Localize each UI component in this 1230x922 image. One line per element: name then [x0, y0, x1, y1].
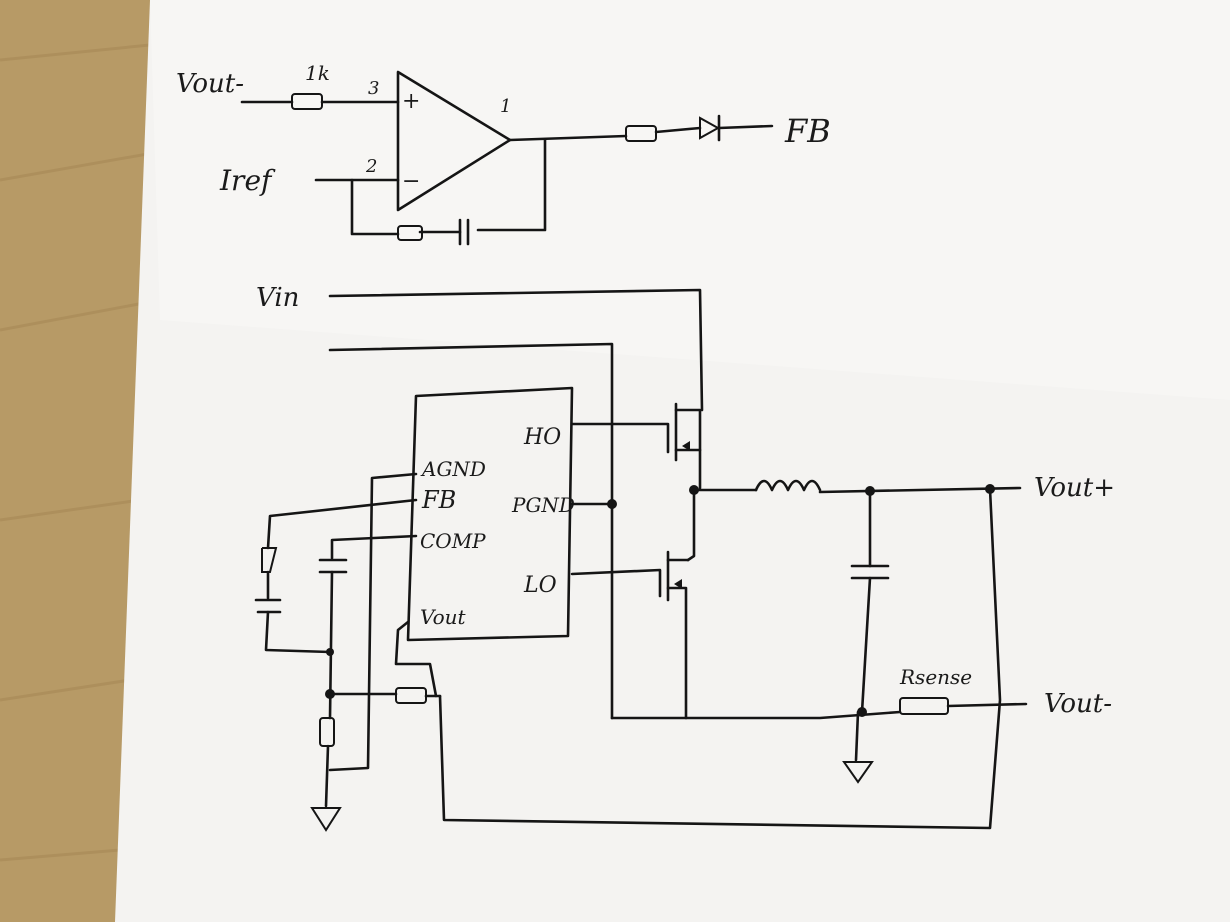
pin-ho: HO — [523, 425, 561, 450]
pgnd-rail — [328, 342, 614, 720]
opamp-plus-sign: + — [402, 89, 420, 114]
label-iref: Iref — [219, 164, 276, 197]
wire — [854, 710, 860, 762]
resistor-output — [625, 125, 657, 142]
vout-minus-rail — [946, 702, 1028, 708]
opamp-pin-2: 2 — [365, 156, 377, 177]
label-vout-minus-input: Vout- — [176, 69, 244, 99]
pin-comp: COMP — [420, 529, 486, 553]
pin-pgnd: PGND — [511, 493, 575, 517]
opamp-circuit: Vout- 1k 3 Iref 2 + − 1 FB — [176, 61, 831, 246]
wire — [508, 134, 628, 142]
comp-wire — [330, 534, 418, 560]
wire — [654, 126, 702, 134]
ho-wire — [570, 422, 670, 454]
opamp-minus-sign: − — [402, 169, 420, 194]
power-stage: Vin AGND FB COMP Vout HO PGND LO — [254, 283, 1115, 832]
fet-high-wire — [674, 408, 702, 490]
opamp-pin-1: 1 — [500, 96, 511, 117]
label-vout-plus: Vout+ — [1034, 473, 1115, 503]
junction-dot — [326, 648, 334, 656]
vin-wire — [328, 288, 704, 412]
opamp-pin-3: 3 — [368, 78, 379, 99]
controller-ic — [406, 386, 574, 642]
ground-symbol — [310, 807, 342, 832]
diode-symbol — [699, 116, 721, 140]
label-rsense: Rsense — [899, 665, 972, 689]
label-vin: Vin — [256, 283, 299, 313]
paper-highlight — [150, 0, 1230, 400]
opamp-symbol — [396, 70, 512, 212]
switch-node-wire — [686, 488, 696, 562]
fb-wire — [266, 498, 418, 550]
junction-dot — [607, 499, 617, 509]
junction-dot — [857, 707, 867, 717]
resistor-rc — [261, 547, 278, 573]
fet-low-source — [666, 586, 688, 720]
ground-symbol — [842, 761, 874, 784]
feedback-wire — [476, 138, 547, 232]
inductor — [754, 479, 822, 492]
pin-lo: LO — [523, 573, 557, 598]
wire — [860, 576, 872, 714]
wire — [324, 744, 330, 808]
ground-rail — [610, 710, 902, 720]
agnd-wire — [328, 472, 418, 772]
lo-wire — [570, 568, 662, 598]
pin-agnd: AGND — [420, 457, 486, 481]
pin-vout: Vout — [420, 605, 467, 629]
pin-fb: FB — [421, 486, 456, 514]
label-1k: 1k — [305, 61, 330, 85]
vout-pin-wire — [394, 620, 438, 698]
label-fb-output: FB — [784, 112, 831, 150]
feedback-wire — [350, 178, 400, 236]
fet-high-arrow — [682, 441, 690, 451]
vout-sense-loop — [438, 487, 1002, 830]
wire — [717, 124, 774, 130]
fet-low-arrow — [674, 579, 682, 589]
label-vout-minus: Vout- — [1044, 689, 1112, 719]
wire — [264, 610, 332, 654]
